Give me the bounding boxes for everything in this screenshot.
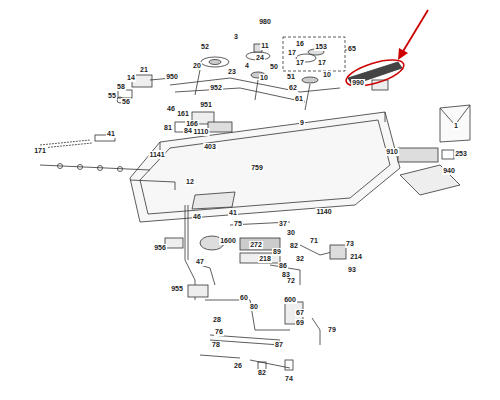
- callout-number: 161: [176, 110, 190, 118]
- callout-number: 93: [347, 266, 357, 274]
- callout-number: 47: [195, 258, 205, 266]
- callout-number: 89: [272, 248, 282, 256]
- callout-number: 17: [295, 59, 305, 67]
- callout-number: 12: [185, 178, 195, 186]
- callout-number: 1110: [193, 128, 210, 136]
- callout-number: 952: [209, 84, 223, 92]
- callout-number: 84: [183, 127, 193, 135]
- callout-number: 1140: [315, 208, 332, 216]
- callout-number: 67: [295, 309, 305, 317]
- callout-number: 65: [347, 45, 357, 53]
- callout-number: 79: [327, 326, 337, 334]
- callout-number: 60: [239, 294, 249, 302]
- callout-number: 600: [283, 296, 297, 304]
- callout-number: 41: [228, 209, 238, 217]
- callout-number: 46: [166, 105, 176, 113]
- callout-number: 3: [233, 33, 239, 41]
- callout-number: 46: [192, 213, 202, 221]
- callout-number: 82: [257, 369, 267, 377]
- callout-number: 37: [278, 220, 288, 228]
- callout-number: 56: [121, 98, 131, 106]
- callout-number: 1: [453, 122, 459, 130]
- callout-number: 86: [278, 262, 288, 270]
- callout-number: 28: [212, 316, 222, 324]
- callout-number: 759: [250, 164, 264, 172]
- callout-number: 990: [351, 79, 365, 87]
- callout-number: 253: [454, 150, 468, 158]
- callout-number: 58: [116, 83, 126, 91]
- callout-number: 61: [294, 95, 304, 103]
- callout-number: 940: [442, 167, 456, 175]
- callout-number: 956: [153, 244, 167, 252]
- callout-number: 76: [214, 328, 224, 336]
- callout-number: 75: [233, 220, 243, 228]
- callout-number: 950: [165, 73, 179, 81]
- callout-number: 17: [287, 49, 297, 57]
- callout-number: 73: [345, 240, 355, 248]
- callout-number: 272: [249, 241, 263, 249]
- callout-number: 81: [163, 124, 173, 132]
- callout-number: 403: [203, 143, 217, 151]
- callout-number: 41: [106, 130, 116, 138]
- callout-number: 62: [288, 84, 298, 92]
- callout-number: 10: [259, 74, 269, 82]
- callout-number: 14: [126, 74, 136, 82]
- callout-number: 980: [258, 18, 272, 26]
- callout-number: 71: [309, 237, 319, 245]
- callout-number: 78: [211, 341, 221, 349]
- callout-number: 153: [314, 43, 328, 51]
- callout-number: 72: [286, 277, 296, 285]
- callout-number: 171: [33, 147, 47, 155]
- callout-number: 910: [385, 148, 399, 156]
- callout-number: 87: [274, 341, 284, 349]
- callout-number: 20: [192, 62, 202, 70]
- callout-number: 4: [244, 62, 250, 70]
- callout-number: 951: [199, 101, 213, 109]
- callout-number: 21: [139, 66, 149, 74]
- callout-number: 1141: [148, 151, 165, 159]
- callout-number: 16: [295, 40, 305, 48]
- callout-number: 51: [286, 73, 296, 81]
- callout-number: 55: [107, 92, 117, 100]
- callout-number: 69: [295, 319, 305, 327]
- callout-number: 9: [299, 119, 305, 127]
- callout-number: 26: [233, 362, 243, 370]
- callout-number: 24: [255, 54, 265, 62]
- callout-number: 50: [269, 63, 279, 71]
- callout-number: 11: [260, 42, 269, 50]
- callout-number: 32: [295, 255, 305, 263]
- callout-number: 218: [258, 255, 272, 263]
- callout-number: 10: [322, 71, 332, 79]
- callout-number: 30: [286, 229, 296, 237]
- callout-number: 74: [284, 375, 294, 383]
- callout-number: 23: [227, 68, 237, 76]
- callout-number: 82: [289, 242, 299, 250]
- callout-number: 1600: [219, 237, 237, 245]
- callout-number: 80: [249, 303, 259, 311]
- callout-number: 52: [200, 43, 210, 51]
- callout-number: 214: [349, 253, 363, 261]
- callout-number: 17: [317, 59, 327, 67]
- callout-number: 955: [170, 285, 184, 293]
